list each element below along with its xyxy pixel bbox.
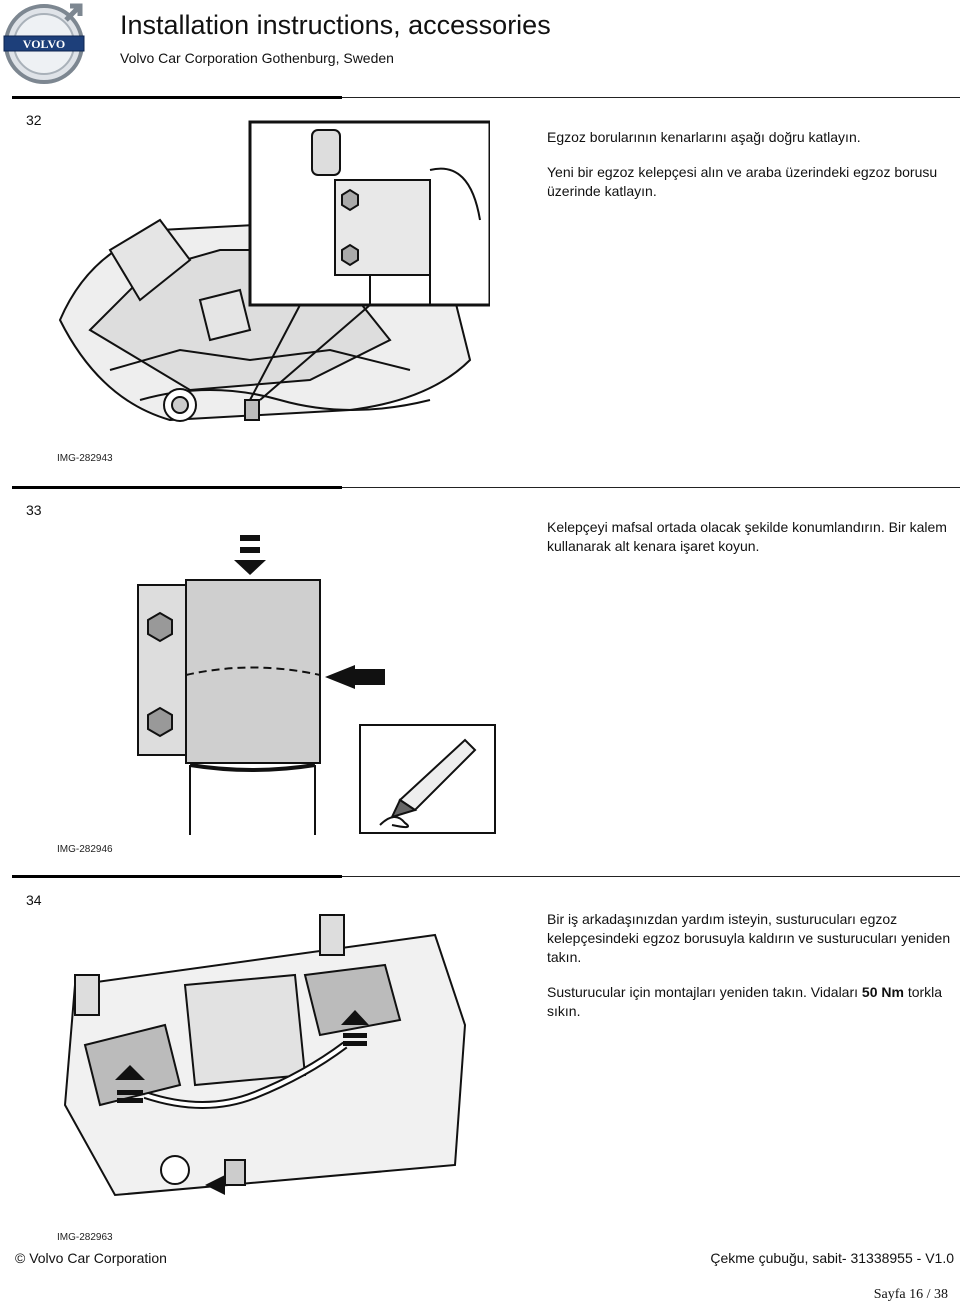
- divider: [12, 487, 960, 488]
- instruction-text: Egzoz borularının kenarlarını aşağı doğr…: [547, 129, 861, 145]
- instruction-text: Kelepçeyi mafsal ortada olacak şekilde k…: [547, 519, 947, 554]
- divider: [12, 876, 960, 877]
- divider: [12, 97, 960, 98]
- step-instructions: Kelepçeyi mafsal ortada olacak şekilde k…: [547, 518, 957, 572]
- divider-accent: [12, 486, 342, 489]
- footer-copyright: © Volvo Car Corporation: [15, 1250, 167, 1266]
- page-subtitle: Volvo Car Corporation Gothenburg, Sweden: [120, 50, 394, 66]
- volvo-logo: VOLVO: [3, 3, 85, 84]
- step-instructions: Egzoz borularının kenarlarını aşağı doğr…: [547, 128, 957, 217]
- figure-exhaust-clamp-install: [50, 100, 490, 450]
- step-number: 34: [26, 892, 42, 908]
- step-number: 32: [26, 112, 42, 128]
- instruction-text-torque: Susturucular için montajları yeniden tak…: [547, 984, 943, 1019]
- divider-accent: [12, 96, 342, 99]
- figure-clamp-marking: [130, 525, 500, 840]
- image-caption: IMG-282946: [57, 844, 113, 855]
- instruction-text: Yeni bir egzoz kelepçesi alın ve araba ü…: [547, 164, 938, 199]
- logo-text: VOLVO: [23, 37, 65, 51]
- step-instructions: Bir iş arkadaşınızdan yardım isteyin, su…: [547, 910, 957, 1037]
- step-number: 33: [26, 502, 42, 518]
- instruction-text: Bir iş arkadaşınızdan yardım isteyin, su…: [547, 911, 951, 965]
- image-caption: IMG-282943: [57, 453, 113, 464]
- page-number: Sayfa 16 / 38: [873, 1287, 948, 1302]
- divider-accent: [12, 875, 342, 878]
- page-title: Installation instructions, accessories: [120, 10, 551, 40]
- figure-muffler-reinstall: [55, 905, 475, 1205]
- footer-document-id: Çekme çubuğu, sabit- 31338955 - V1.0: [710, 1250, 954, 1266]
- torque-value: 50 Nm: [861, 984, 904, 1000]
- image-caption: IMG-282963: [57, 1232, 113, 1243]
